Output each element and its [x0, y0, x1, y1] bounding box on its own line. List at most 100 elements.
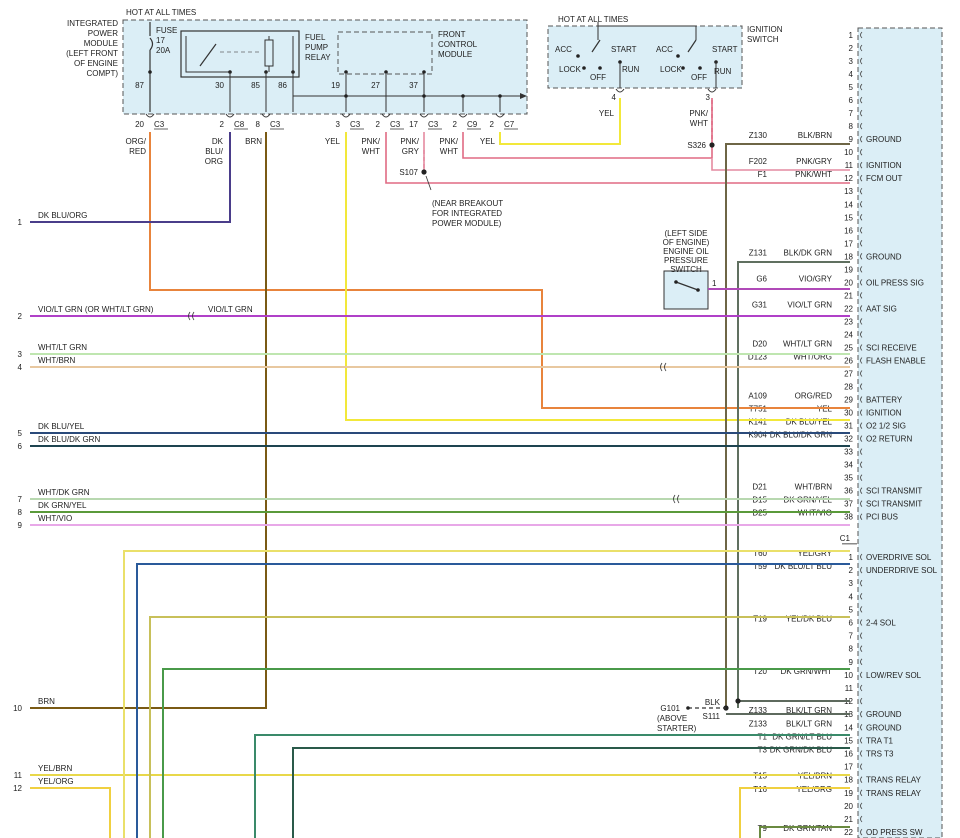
wire-color-label: PNK/: [689, 109, 708, 118]
connector-id: C7: [504, 120, 515, 129]
pin-function-label: OVERDRIVE SOL: [866, 553, 932, 562]
circuit-id: T59: [753, 562, 767, 571]
pin-function-label: 2-4 SOL: [866, 619, 896, 628]
left-wire-number: 2: [18, 312, 23, 321]
wire-color-label: BRN: [245, 137, 262, 146]
ipm-junction: [344, 94, 348, 98]
oil-switch-label: SWITCH: [670, 265, 702, 274]
pcm-pin-number: 6: [849, 619, 854, 628]
left-wire-number: 5: [18, 429, 23, 438]
ipm-pin-number: 86: [278, 81, 287, 90]
connector-terminal: [381, 113, 391, 118]
wire-dk-grn-dk-blu-t3: [292, 747, 850, 838]
pin-terminal: [860, 606, 863, 613]
pin-terminal: [860, 724, 863, 731]
connector-pin: 2: [376, 120, 381, 129]
pcm-pin-number: 5: [849, 83, 854, 92]
wire-yel-org: [30, 787, 111, 838]
g101-label: G101: [660, 704, 680, 713]
pin-terminal: [860, 253, 863, 260]
wire-color-label: YEL: [325, 137, 341, 146]
switch-contact: [681, 66, 685, 70]
circuit-id: T20: [753, 667, 767, 676]
wire-color-label: ORG/: [126, 137, 147, 146]
pcm-pin-number: 28: [844, 383, 853, 392]
pin-terminal: [860, 96, 863, 104]
wire-color-label: DK BLU/YEL: [786, 418, 833, 427]
oil-switch-label: ENGINE OIL: [663, 247, 709, 256]
ipm-junction: [498, 94, 502, 98]
leader-line: [425, 175, 432, 191]
s107-note: (NEAR BREAKOUT: [432, 199, 503, 208]
pin-terminal: [860, 487, 863, 494]
pin-terminal: [860, 344, 863, 351]
splice-s326: [709, 142, 715, 148]
left-wire-number: 1: [18, 218, 23, 227]
pcm-pin-number: 9: [849, 135, 854, 144]
ground-g101: [686, 706, 690, 710]
pin-terminal: [860, 579, 863, 587]
wire-dk-grn-wht-t20: [162, 668, 850, 838]
circuit-id: Z130: [749, 131, 768, 140]
circuit-id: D123: [748, 353, 768, 362]
ipm-pin-number: 30: [215, 81, 224, 90]
switch-contact: [598, 66, 602, 70]
wire-color-label: WHT/ORG: [793, 353, 832, 362]
pcm-pin-number: 29: [844, 396, 853, 405]
pin-function-label: SCI TRANSMIT: [866, 500, 922, 509]
ignition-contact-arm: [591, 39, 601, 53]
pin-function-label: TRA T1: [866, 736, 894, 745]
pcm-pin-number: 26: [844, 357, 853, 366]
pcm-pin-number: 3: [849, 57, 854, 66]
pin-terminal: [860, 684, 863, 692]
ipm-title-line: COMPT): [86, 69, 118, 78]
relay-label: RELAY: [305, 53, 331, 62]
circuit-id: Z133: [749, 706, 768, 715]
pcm-pin-number: 11: [845, 161, 854, 170]
pin-terminal: [860, 802, 863, 810]
pcm-pin-number: 12: [844, 174, 853, 183]
pin-function-label: OIL PRESS SIG: [866, 278, 924, 287]
circuit-id: T3: [758, 746, 768, 755]
wire-yel-gry-t60: [123, 550, 850, 838]
pcm-pin-number: 16: [844, 226, 853, 235]
pin-terminal: [860, 737, 863, 744]
circuit-id: G31: [752, 300, 768, 309]
circuit-id: D20: [752, 339, 767, 348]
pin-terminal: [860, 750, 863, 757]
front-control-module: [337, 31, 433, 75]
connector-c1-label: C1: [840, 534, 851, 543]
g101-note: STARTER): [657, 724, 697, 733]
pin-terminal: [860, 632, 863, 639]
pcm-pin-number: 9: [849, 658, 854, 667]
pin-function-label: SCI TRANSMIT: [866, 487, 922, 496]
pcm-pin-number: 25: [844, 343, 853, 352]
ipm-pin-number: 19: [331, 81, 340, 90]
g101-note: (ABOVE: [657, 714, 687, 723]
left-wire-number: 8: [18, 508, 23, 517]
pin-terminal: [860, 553, 863, 561]
circuit-id: F1: [758, 170, 768, 179]
pcm-pin-number: 22: [844, 304, 853, 313]
wire-dk-grn-lt-blu-t1: [254, 734, 850, 838]
oil-pressure-switch: [663, 270, 709, 310]
pcm-pin-number: 17: [844, 239, 853, 248]
pcm-pin-number: 38: [844, 513, 853, 522]
pin-terminal: [860, 658, 863, 666]
oil-switch-contact: [674, 280, 678, 284]
pcm-pin-number: 20: [844, 278, 853, 287]
ipm-title-line: INTEGRATED: [67, 19, 118, 28]
pin-terminal: [860, 70, 863, 78]
pin-terminal: [860, 161, 863, 169]
connector-pin: 8: [256, 120, 261, 129]
pcm-pin-number: 31: [844, 422, 853, 431]
fuse-label: 20A: [156, 46, 171, 55]
connector-id: C9: [467, 120, 478, 129]
connector-terminal: [225, 113, 235, 118]
wire-color-label: ORG: [205, 157, 223, 166]
left-wire-number: 3: [18, 350, 23, 359]
pin-terminal: [860, 200, 863, 208]
ignition-switch-body: [547, 25, 743, 89]
wire-pnk-wht-s326: [462, 132, 712, 159]
connector-terminal: [341, 113, 351, 118]
